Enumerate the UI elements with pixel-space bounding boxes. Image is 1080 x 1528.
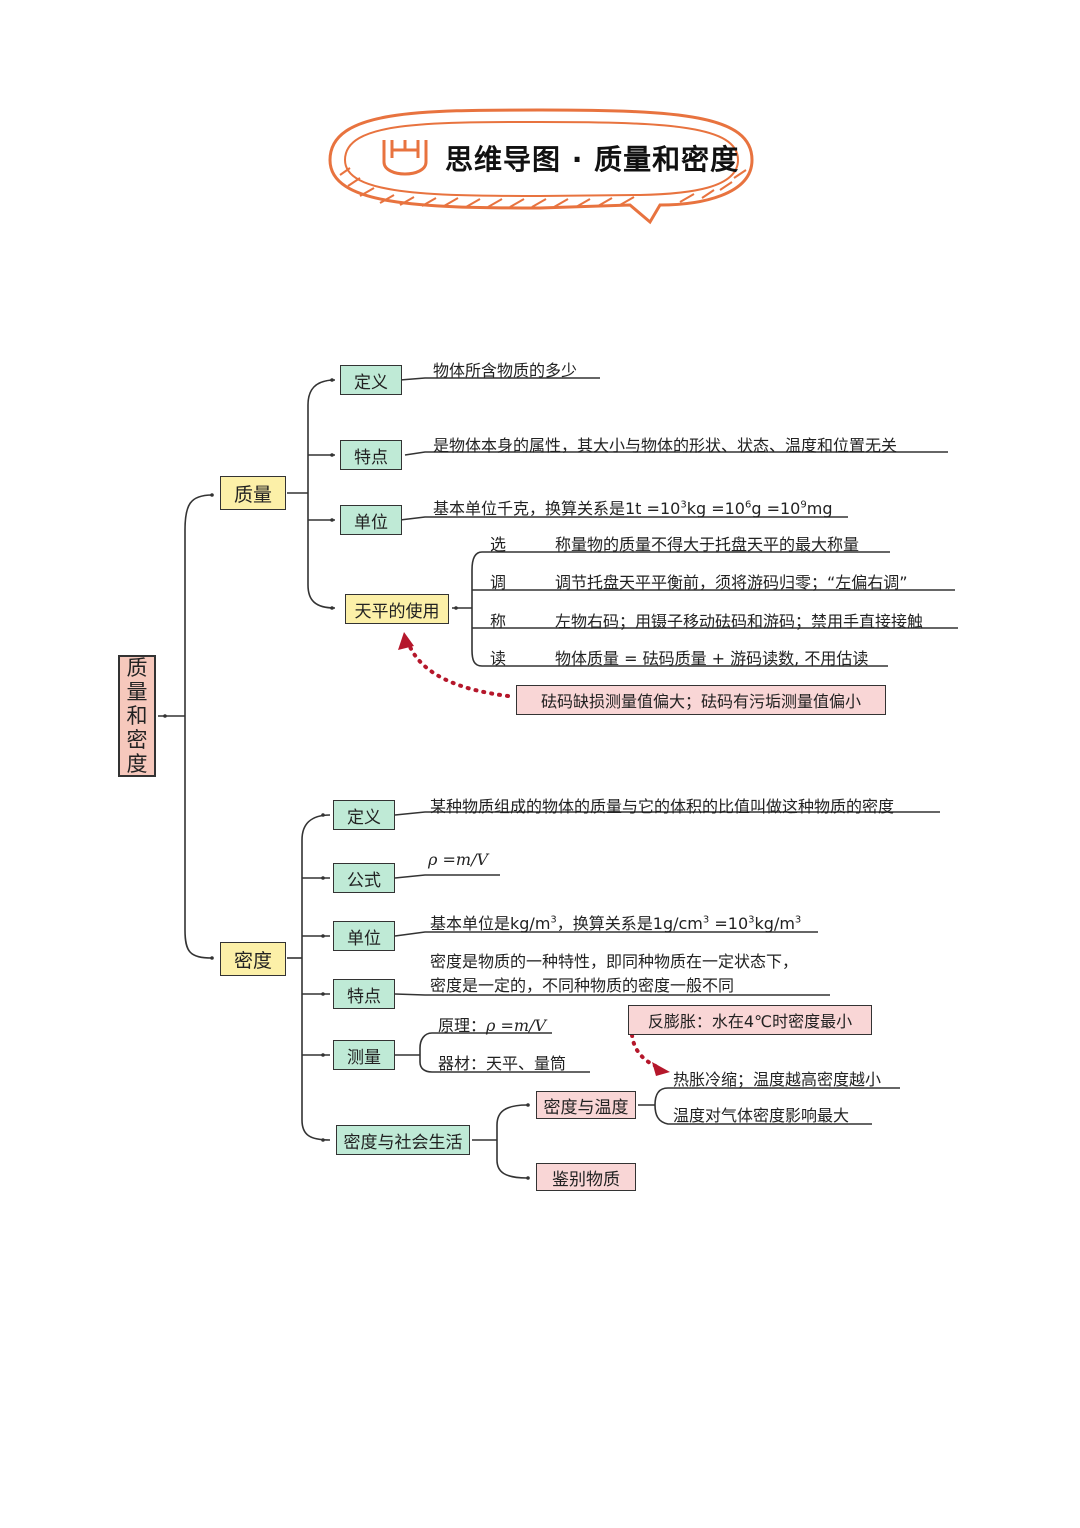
logo-icon: [382, 140, 428, 176]
balance-step-text: 左物右码；用镊子移动砝码和游码；禁用手直接接触: [555, 612, 924, 631]
note-arrow-balance: [398, 632, 510, 698]
density-temperature-node: 密度与温度: [536, 1091, 636, 1119]
density-feature-line1: 密度是物质的一种特性，即同种物质在一定状态下，: [430, 952, 799, 971]
root-char: 度: [126, 752, 148, 776]
density-definition-node: 定义: [333, 800, 395, 830]
connectors: [158, 377, 958, 1179]
density-feature-node: 特点: [333, 979, 395, 1009]
density-definition-text: 某种物质组成的物体的质量与它的体积的比值叫做这种物质的密度: [430, 797, 895, 816]
mass-unit-text: 基本单位千克，换算关系是1t =103kg =106g =109mg: [433, 499, 833, 518]
density-measure-node: 测量: [333, 1040, 395, 1070]
density-measure-tools: 器材：天平、量筒: [438, 1054, 567, 1073]
mass-feature-text: 是物体本身的属性，其大小与物体的形状、状态、温度和位置无关: [433, 436, 898, 455]
balance-step-key: 选: [490, 535, 507, 554]
density-formula-node: 公式: [333, 863, 395, 893]
note-arrow-temperature: [630, 1033, 670, 1076]
mass-node: 质量: [220, 476, 286, 510]
mass-unit-node: 单位: [340, 505, 402, 535]
balance-usage-node: 天平的使用: [345, 594, 449, 624]
density-measure-principle: 原理：ρ =m/V: [438, 1016, 547, 1035]
density-temperature-line2: 温度对气体密度影响最大: [673, 1106, 850, 1125]
mass-feature-node: 特点: [340, 440, 402, 470]
density-formula-text: ρ =m/V: [428, 850, 489, 869]
balance-step-key: 称: [490, 612, 507, 631]
density-feature-line2: 密度是一定的，不同种物质的密度一般不同: [430, 976, 735, 995]
title-bubble: [328, 108, 754, 225]
root-char: 质: [126, 656, 148, 680]
mass-definition-text: 物体所含物质的多少: [433, 361, 578, 380]
balance-step-text: 称量物的质量不得大于托盘天平的最大称量: [555, 535, 860, 554]
balance-step-text: 调节托盘天平平衡前，须将游码归零；“左偏右调”: [555, 573, 908, 592]
root-char: 密: [126, 728, 148, 752]
connector-dots: [163, 378, 530, 1180]
balance-step-key: 读: [490, 649, 507, 668]
balance-step-text: 物体质量 = 砝码质量 + 游码读数, 不用估读: [555, 649, 869, 668]
root-char: 量: [126, 680, 148, 704]
density-identify-node: 鉴别物质: [536, 1163, 636, 1191]
density-society-node: 密度与社会生活: [336, 1125, 470, 1155]
density-unit-node: 单位: [333, 921, 395, 951]
balance-note-box: 砝码缺损测量值偏大；砝码有污垢测量值偏小: [516, 685, 886, 715]
root-node: 质 量 和 密 度: [118, 655, 156, 777]
density-node: 密度: [220, 942, 286, 976]
balance-step-key: 调: [490, 573, 507, 592]
density-temperature-line1: 热胀冷缩；温度越高密度越小: [673, 1070, 882, 1089]
density-note-box: 反膨胀：水在4℃时密度最小: [628, 1005, 872, 1035]
page-title: 思维导图 · 质量和密度: [445, 143, 740, 176]
density-unit-text: 基本单位是kg/m3，换算关系是1g/cm3 =103kg/m3: [430, 914, 802, 933]
mass-definition-node: 定义: [340, 365, 402, 395]
root-char: 和: [126, 704, 148, 728]
